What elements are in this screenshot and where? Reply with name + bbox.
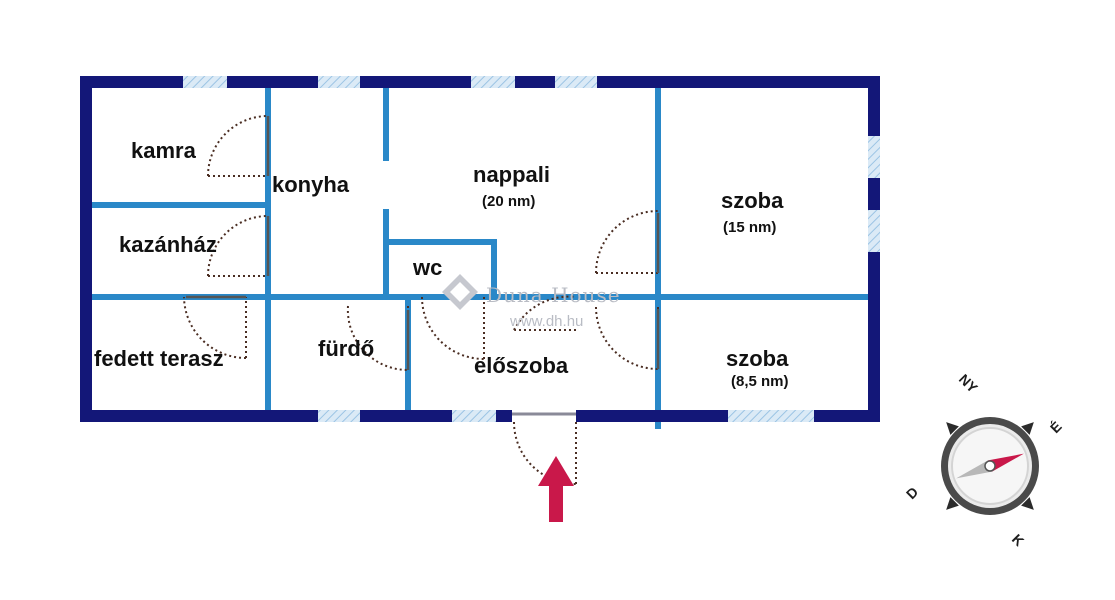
room-area-szoba-1: (15 nm) <box>723 219 776 236</box>
room-label-wc: wc <box>412 255 442 280</box>
watermark: Duna House www.dh.hu <box>442 274 621 330</box>
compass-label-north: NY <box>956 371 982 397</box>
compass-label-south: D <box>903 484 921 502</box>
room-area-nappali: (20 nm) <box>482 193 535 210</box>
room-label-szoba-1: szoba <box>721 188 784 213</box>
room-label-kamra: kamra <box>131 138 197 163</box>
door-leaves <box>186 116 660 370</box>
compass-icon <box>941 417 1039 515</box>
windows <box>183 76 880 422</box>
room-label-furdo: fürdő <box>318 336 374 361</box>
watermark-url: www.dh.hu <box>509 313 583 330</box>
watermark-brand: Duna House <box>486 283 621 307</box>
room-label-eloszoba: előszoba <box>474 353 569 378</box>
entrance-arrow-icon <box>538 456 574 522</box>
room-area-szoba-2: (8,5 nm) <box>731 373 789 390</box>
compass-label-east: É <box>1047 418 1065 436</box>
room-label-nappali: nappali <box>473 162 550 187</box>
room-label-konyha: konyha <box>272 172 350 197</box>
compass-label-west: K <box>1009 531 1027 549</box>
duna-house-logo-icon <box>442 274 478 310</box>
room-label-szoba-2: szoba <box>726 346 789 371</box>
room-label-fedett-terasz: fedett terasz <box>94 346 224 371</box>
door-swings <box>183 115 659 485</box>
room-label-kazanhaz: kazánház <box>119 232 217 257</box>
entrance-opening <box>512 410 576 422</box>
